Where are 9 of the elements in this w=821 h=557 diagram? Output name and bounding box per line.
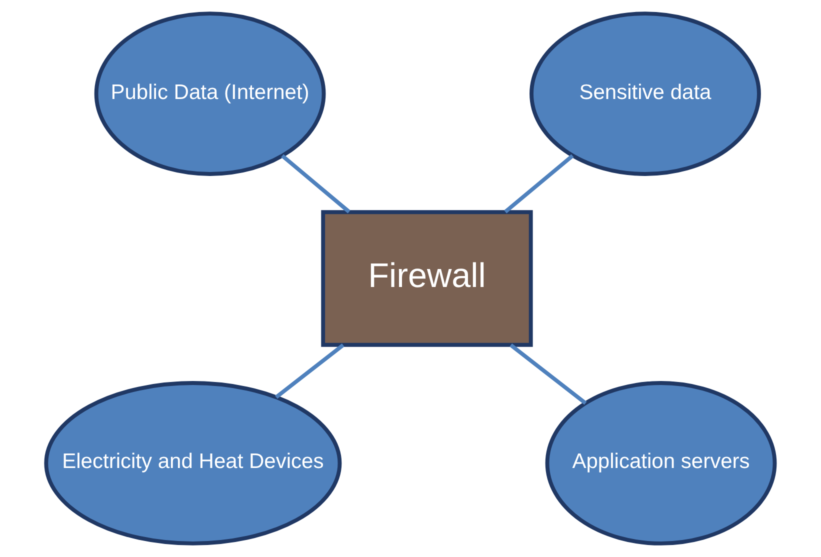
connector xyxy=(281,154,350,214)
connector xyxy=(510,343,587,405)
node-ellipse: Electricity and Heat Devices xyxy=(44,381,342,546)
node-box: Firewall xyxy=(321,210,533,347)
connector xyxy=(504,154,574,214)
node-ellipse: Sensitive data xyxy=(530,12,761,176)
connector xyxy=(274,343,344,399)
node-ellipse: Application servers xyxy=(545,381,777,546)
node-ellipse: Public Data (Internet) xyxy=(94,12,326,176)
